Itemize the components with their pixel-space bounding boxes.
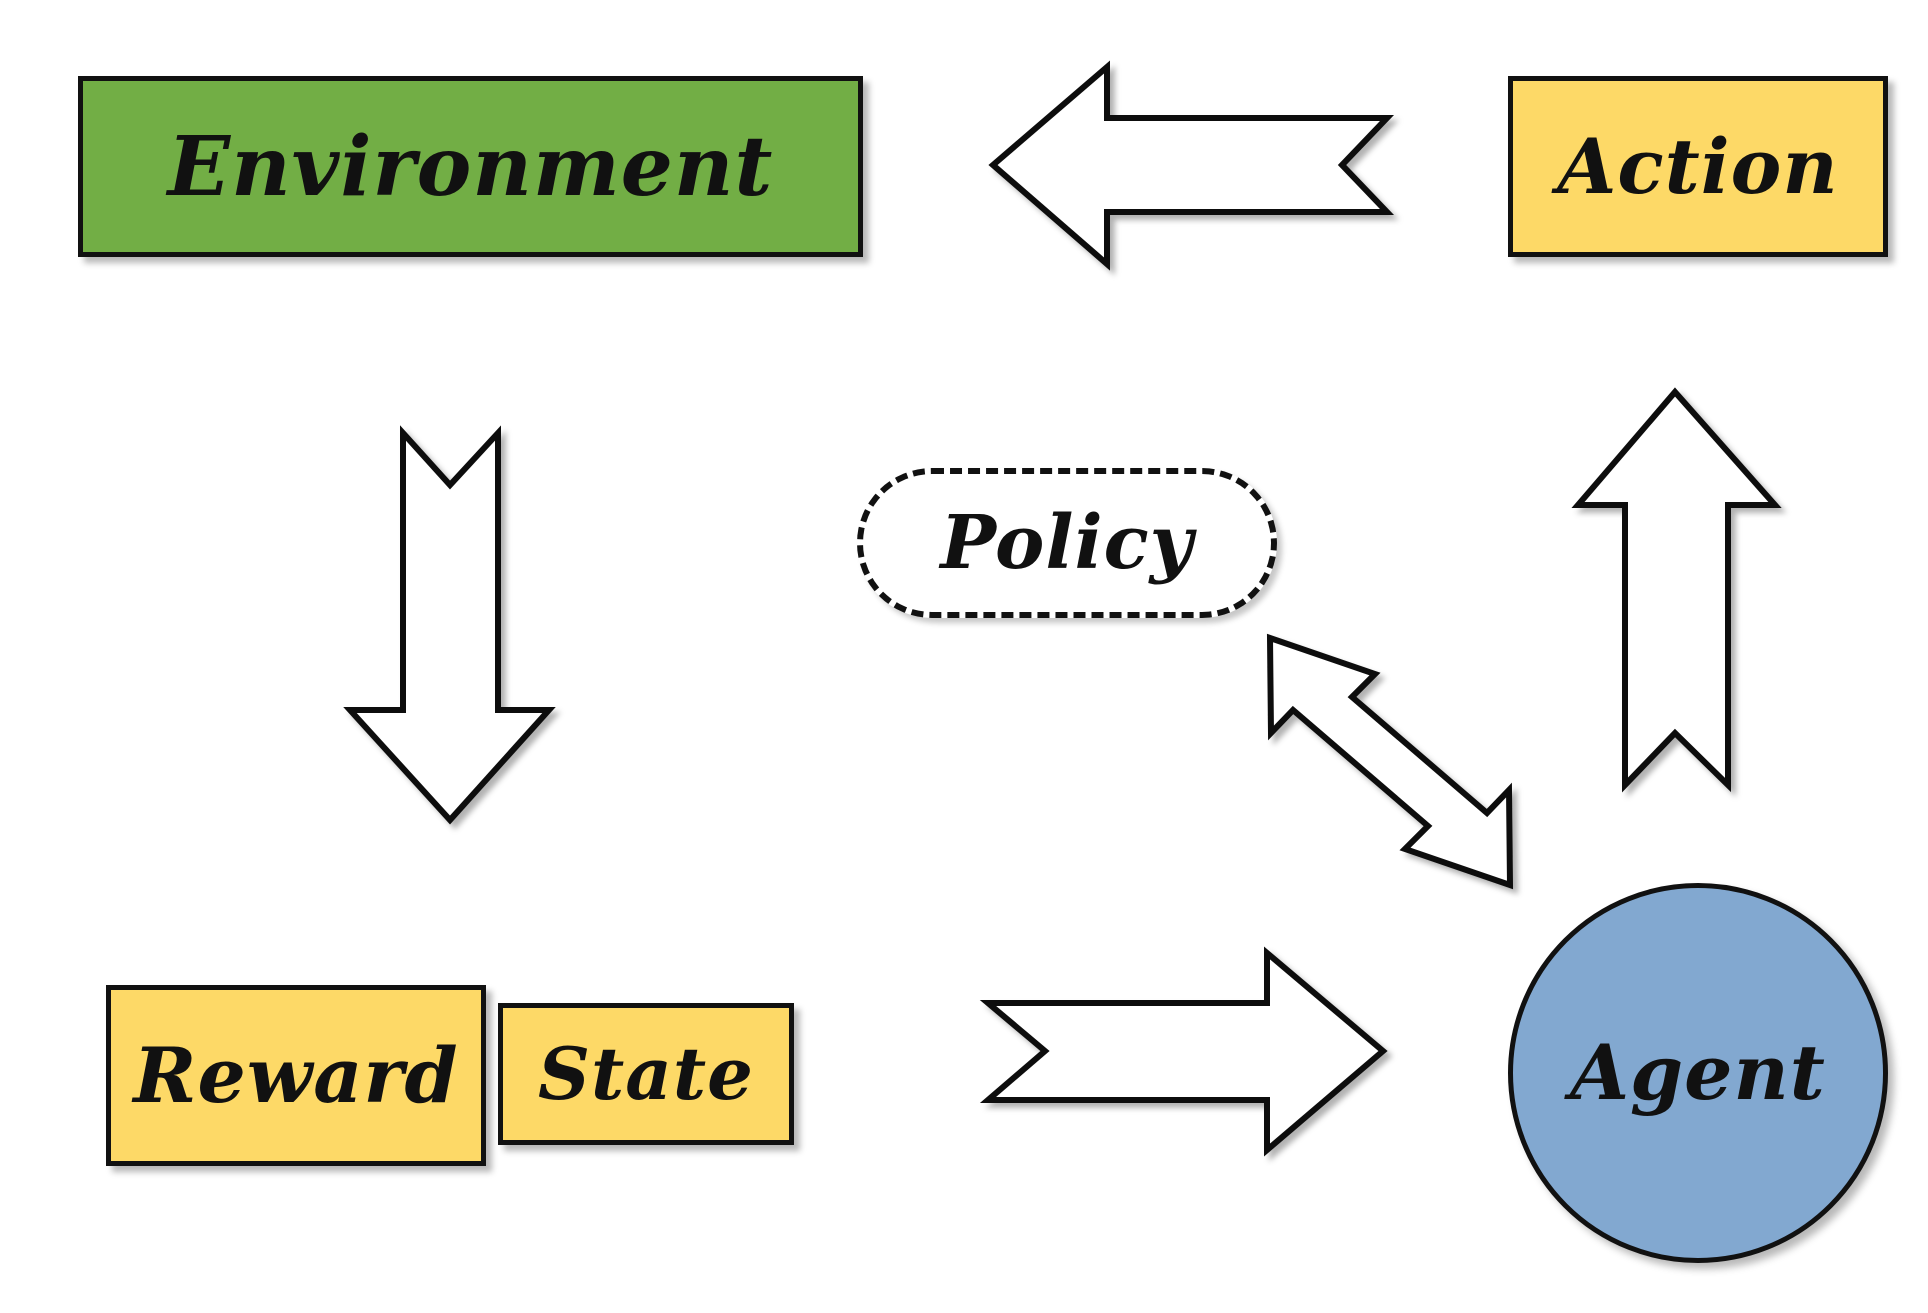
action-label: Action [1557,121,1839,211]
agent-label: Agent [1570,1028,1826,1117]
reward-label: Reward [133,1030,459,1120]
arrow-agent-to-action [1571,387,1782,793]
environment-label: Environment [167,118,774,215]
agent-node: Agent [1508,883,1888,1263]
policy-label: Policy [940,500,1194,586]
policy-node: Policy [857,468,1277,618]
action-box: Action [1508,76,1888,257]
reward-box: Reward [106,985,486,1166]
arrow-agent-policy-bidirectional [1266,633,1514,890]
arrow-state-to-agent [979,946,1388,1157]
state-label: State [538,1031,754,1116]
arrow-action-to-environment [988,60,1395,271]
environment-box: Environment [78,76,863,257]
arrow-environment-to-reward [343,425,556,825]
state-box: State [498,1003,794,1145]
